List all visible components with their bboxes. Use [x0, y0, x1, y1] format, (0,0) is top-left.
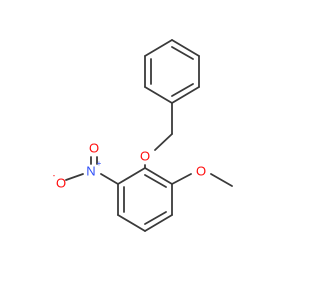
bond — [171, 173, 192, 185]
double-bond-inner — [144, 211, 167, 225]
nitro-plus-charge: + — [97, 159, 102, 168]
bond — [171, 39, 200, 57]
bond — [65, 173, 84, 181]
molecule-structure: O O N + O O - — [53, 39, 233, 232]
ether-oxygen-label: O — [140, 149, 150, 164]
nitro-nitrogen-label: N — [86, 164, 95, 179]
molecule-canvas: O O N + O O - — [52, 39, 233, 232]
bond — [100, 173, 119, 185]
nitro-oxygen-left-label: O — [56, 176, 66, 191]
bond — [144, 167, 173, 185]
bond — [210, 173, 233, 187]
double-bond-inner — [171, 46, 194, 60]
methoxy-oxygen-label: O — [196, 164, 206, 179]
bond — [117, 214, 146, 232]
double-bond-inner — [144, 174, 167, 188]
bond — [154, 133, 173, 151]
bond — [144, 86, 173, 104]
bond — [144, 39, 173, 57]
bond — [171, 86, 200, 104]
nitro-oxygen-top-label: O — [89, 141, 99, 156]
bond — [144, 214, 173, 232]
nitro-minus-charge: - — [53, 171, 56, 180]
double-bond-inner — [171, 83, 194, 97]
bond — [117, 167, 146, 185]
